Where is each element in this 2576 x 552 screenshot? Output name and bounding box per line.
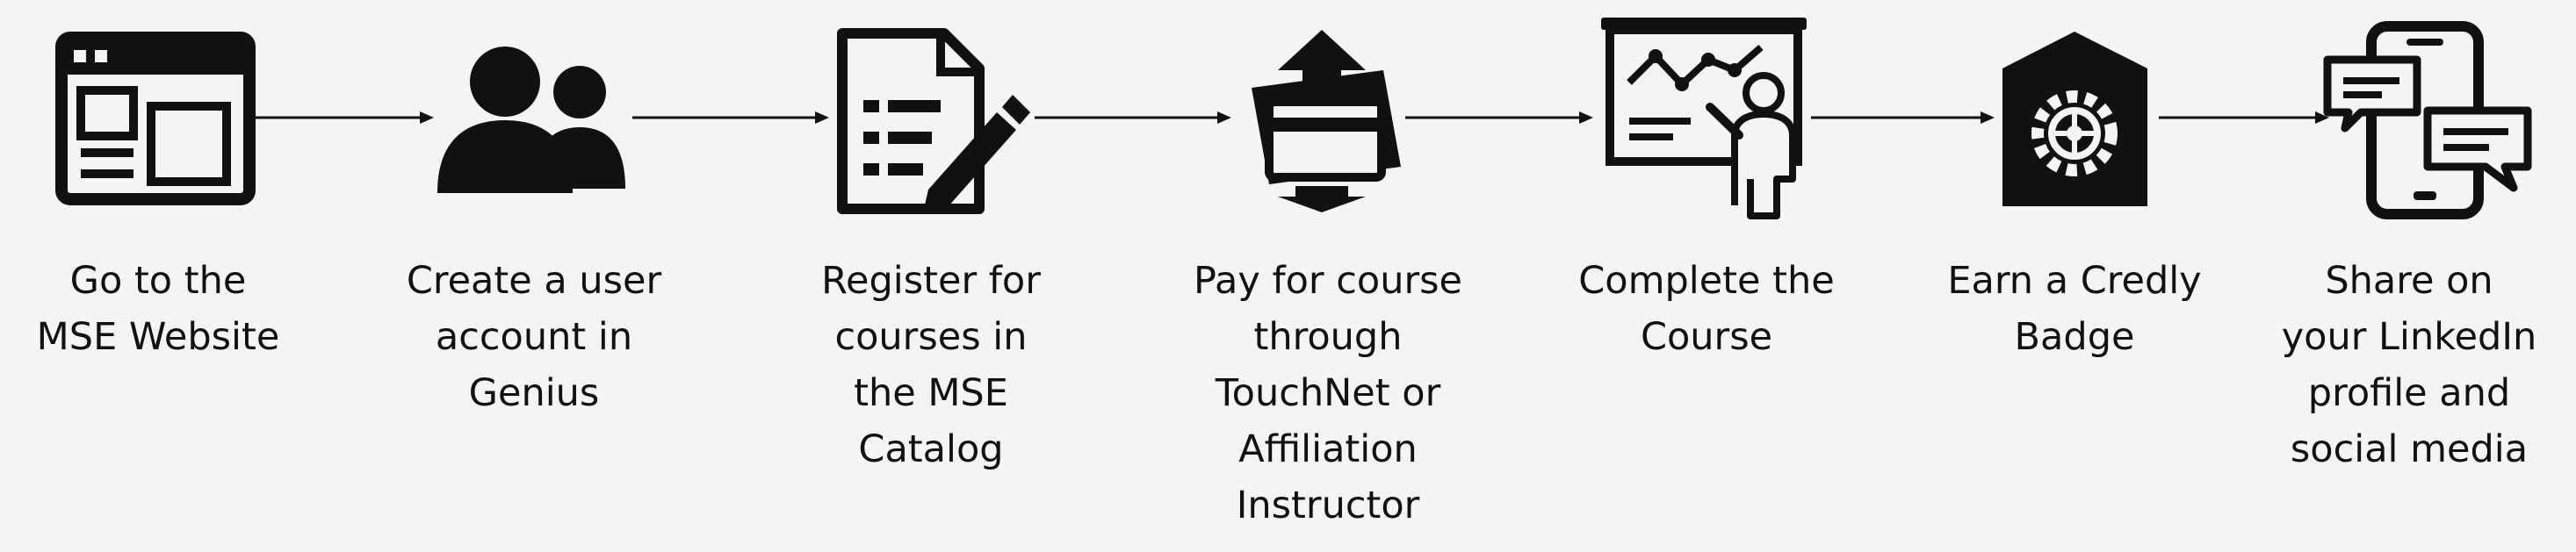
badge-icon [2002, 32, 2147, 206]
users-icon [437, 47, 625, 193]
arrow-6-to-7 [2159, 111, 2329, 124]
arrow-3-to-4 [1035, 111, 1231, 124]
presentation-icon [1601, 18, 1807, 219]
phone-share-icon [2323, 21, 2532, 219]
arrow-1-to-2 [255, 111, 434, 124]
step-4-label: Pay for course through TouchNet or Affil… [1194, 259, 1462, 527]
register-form-icon [837, 28, 1030, 214]
step-2-label: Create a user account in Genius [406, 259, 662, 415]
step-5-label: Complete the Course [1578, 259, 1835, 359]
step-3-label: Register for courses in the MSE Catalog [821, 259, 1041, 471]
step-7-label: Share on your LinkedIn profile and socia… [2281, 259, 2537, 471]
step-1-label: Go to the MSE Website [36, 259, 280, 359]
arrow-5-to-6 [1811, 111, 1995, 124]
payment-card-icon [1252, 30, 1401, 212]
arrow-2-to-3 [632, 111, 829, 124]
step-6-label: Earn a Credly Badge [1947, 259, 2202, 359]
website-window-icon [55, 32, 256, 205]
arrow-4-to-5 [1405, 111, 1593, 124]
